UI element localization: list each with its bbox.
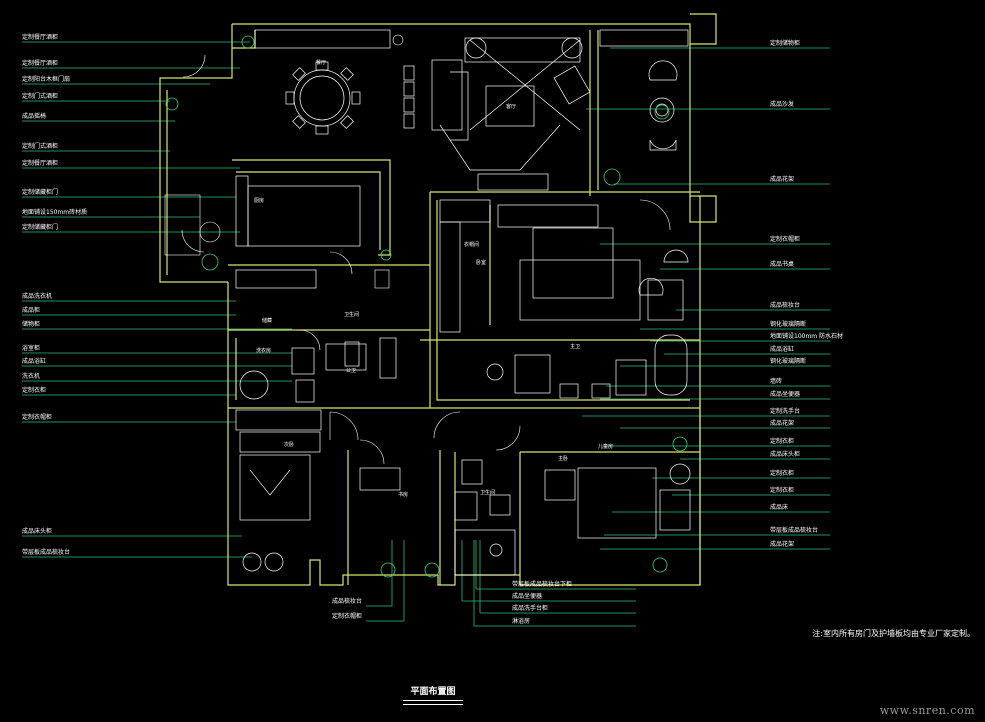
left-callout-2: 定制阳台木框门扇 (22, 76, 71, 83)
left-callout-6: 定制餐厅酒柜 (22, 160, 59, 167)
right-callout-7: 地面铺设100mm 防水石材 (770, 333, 844, 340)
left-callout-11: 成品柜 (22, 307, 41, 314)
left-callout-13: 浴室柜 (22, 345, 41, 352)
left-callout-12: 储物柜 (22, 321, 41, 328)
bedroom-2 (239, 370, 321, 572)
room-label-4: 主卫 (570, 343, 580, 350)
right-callout-10: 墙砖 (770, 378, 783, 385)
right-callout-0: 定制储物柜 (770, 40, 801, 47)
master-bath (486, 334, 688, 399)
bottom-callout-3: 淋浴房 (512, 618, 531, 625)
room-label-13: 卫生间 (480, 489, 495, 496)
right-callout-6: 钢化玻璃隔断 (770, 321, 807, 328)
dining-table (285, 61, 361, 135)
room-label-7: 卫生间 (344, 311, 359, 318)
door-swings (181, 54, 671, 465)
right-callout-19: 带层板成品梳妆台 (770, 527, 819, 534)
room-label-2: 厨房 (254, 197, 264, 204)
bottom-callout-5: 定制衣帽柜 (332, 613, 363, 620)
right-callout-13: 成品花架 (770, 420, 795, 427)
watermark: www.snren.com (879, 704, 975, 717)
left-callout-8: 地面铺设150mm砖材质 (22, 209, 88, 216)
right-callout-14: 定制衣柜 (770, 438, 795, 445)
utility-details (164, 34, 404, 289)
room-label-5: 储藏 (262, 317, 272, 324)
plants (165, 35, 688, 578)
room-label-0: 餐厅 (316, 59, 326, 66)
bottom-callout-0: 带层板成品梳妆台下柜 (512, 581, 573, 588)
drawing-title: 平面布置图 (410, 687, 456, 697)
left-callout-3: 定制门式酒柜 (22, 93, 59, 100)
title-underline (403, 700, 463, 701)
left-callout-17: 定制衣帽柜 (22, 414, 53, 421)
right-callout-12: 定制洗手台 (770, 408, 801, 415)
right-callout-11: 成品坐便器 (770, 391, 801, 398)
right-callout-16: 定制衣柜 (770, 470, 795, 477)
room-label-9: 公卫 (346, 368, 356, 374)
left-callout-15: 洗衣机 (22, 373, 41, 380)
master-bedroom (497, 204, 689, 321)
left-callout-7: 定制储藏柜门 (22, 189, 59, 196)
left-callout-9: 定制储藏柜门 (22, 224, 59, 231)
room-label-14: 儿童房 (598, 443, 613, 450)
left-callout-5: 定制门式酒柜 (22, 143, 59, 150)
bottom-callout-2: 成品洗手台柜 (512, 605, 549, 612)
right-callout-4: 成品书桌 (770, 261, 795, 268)
room-label-12: 书房 (398, 491, 408, 498)
right-callout-20: 成品花架 (770, 541, 795, 548)
bottom-callout-1: 成品坐便器 (512, 593, 543, 600)
left-callout-16: 定制衣柜 (22, 387, 47, 394)
room-label-11: 次卧 (284, 441, 294, 448)
design-note: 注:室内所有房门及护墙板均由专业厂家定制。 (812, 629, 975, 638)
right-callout-9: 钢化玻璃隔断 (770, 358, 807, 365)
room-label-10: 主卧 (558, 455, 568, 462)
room-label-1: 客厅 (506, 103, 516, 110)
leader-lines (22, 41, 830, 627)
left-callout-0: 定制餐厅酒柜 (22, 34, 59, 41)
left-callout-4: 成品摇椅 (22, 113, 47, 120)
right-callout-18: 成品床 (770, 504, 789, 511)
room-label-8: 洗衣房 (256, 347, 271, 354)
left-callout-18: 成品床头柜 (22, 528, 53, 535)
right-callout-2: 成品花架 (770, 176, 795, 183)
left-callout-19: 带层板成品梳妆台 (22, 549, 71, 556)
living-room-furniture (403, 37, 591, 191)
right-callout-1: 成品沙发 (770, 101, 795, 108)
bathrooms (291, 337, 511, 557)
left-callout-1: 定制餐厅酒柜 (22, 60, 59, 67)
room-label-6: 衣帽间 (464, 241, 479, 248)
left-callout-10: 成品洗衣机 (22, 293, 53, 300)
right-callout-3: 定制衣帽柜 (770, 236, 801, 243)
right-callout-15: 成品床头柜 (770, 451, 801, 458)
right-callout-17: 定制衣柜 (770, 487, 795, 494)
right-callout-8: 成品浴缸 (770, 346, 795, 353)
bedroom-3 (544, 463, 691, 539)
balcony-chairs (648, 60, 678, 151)
room-label-3: 卧室 (476, 259, 486, 266)
left-callout-14: 成品浴缸 (22, 358, 47, 365)
bottom-callout-4: 成品梳妆台 (332, 598, 363, 605)
cabinets (235, 29, 689, 576)
right-callout-5: 成品梳妆台 (770, 302, 801, 309)
title-underline-2 (403, 704, 463, 705)
walls (159, 13, 717, 586)
